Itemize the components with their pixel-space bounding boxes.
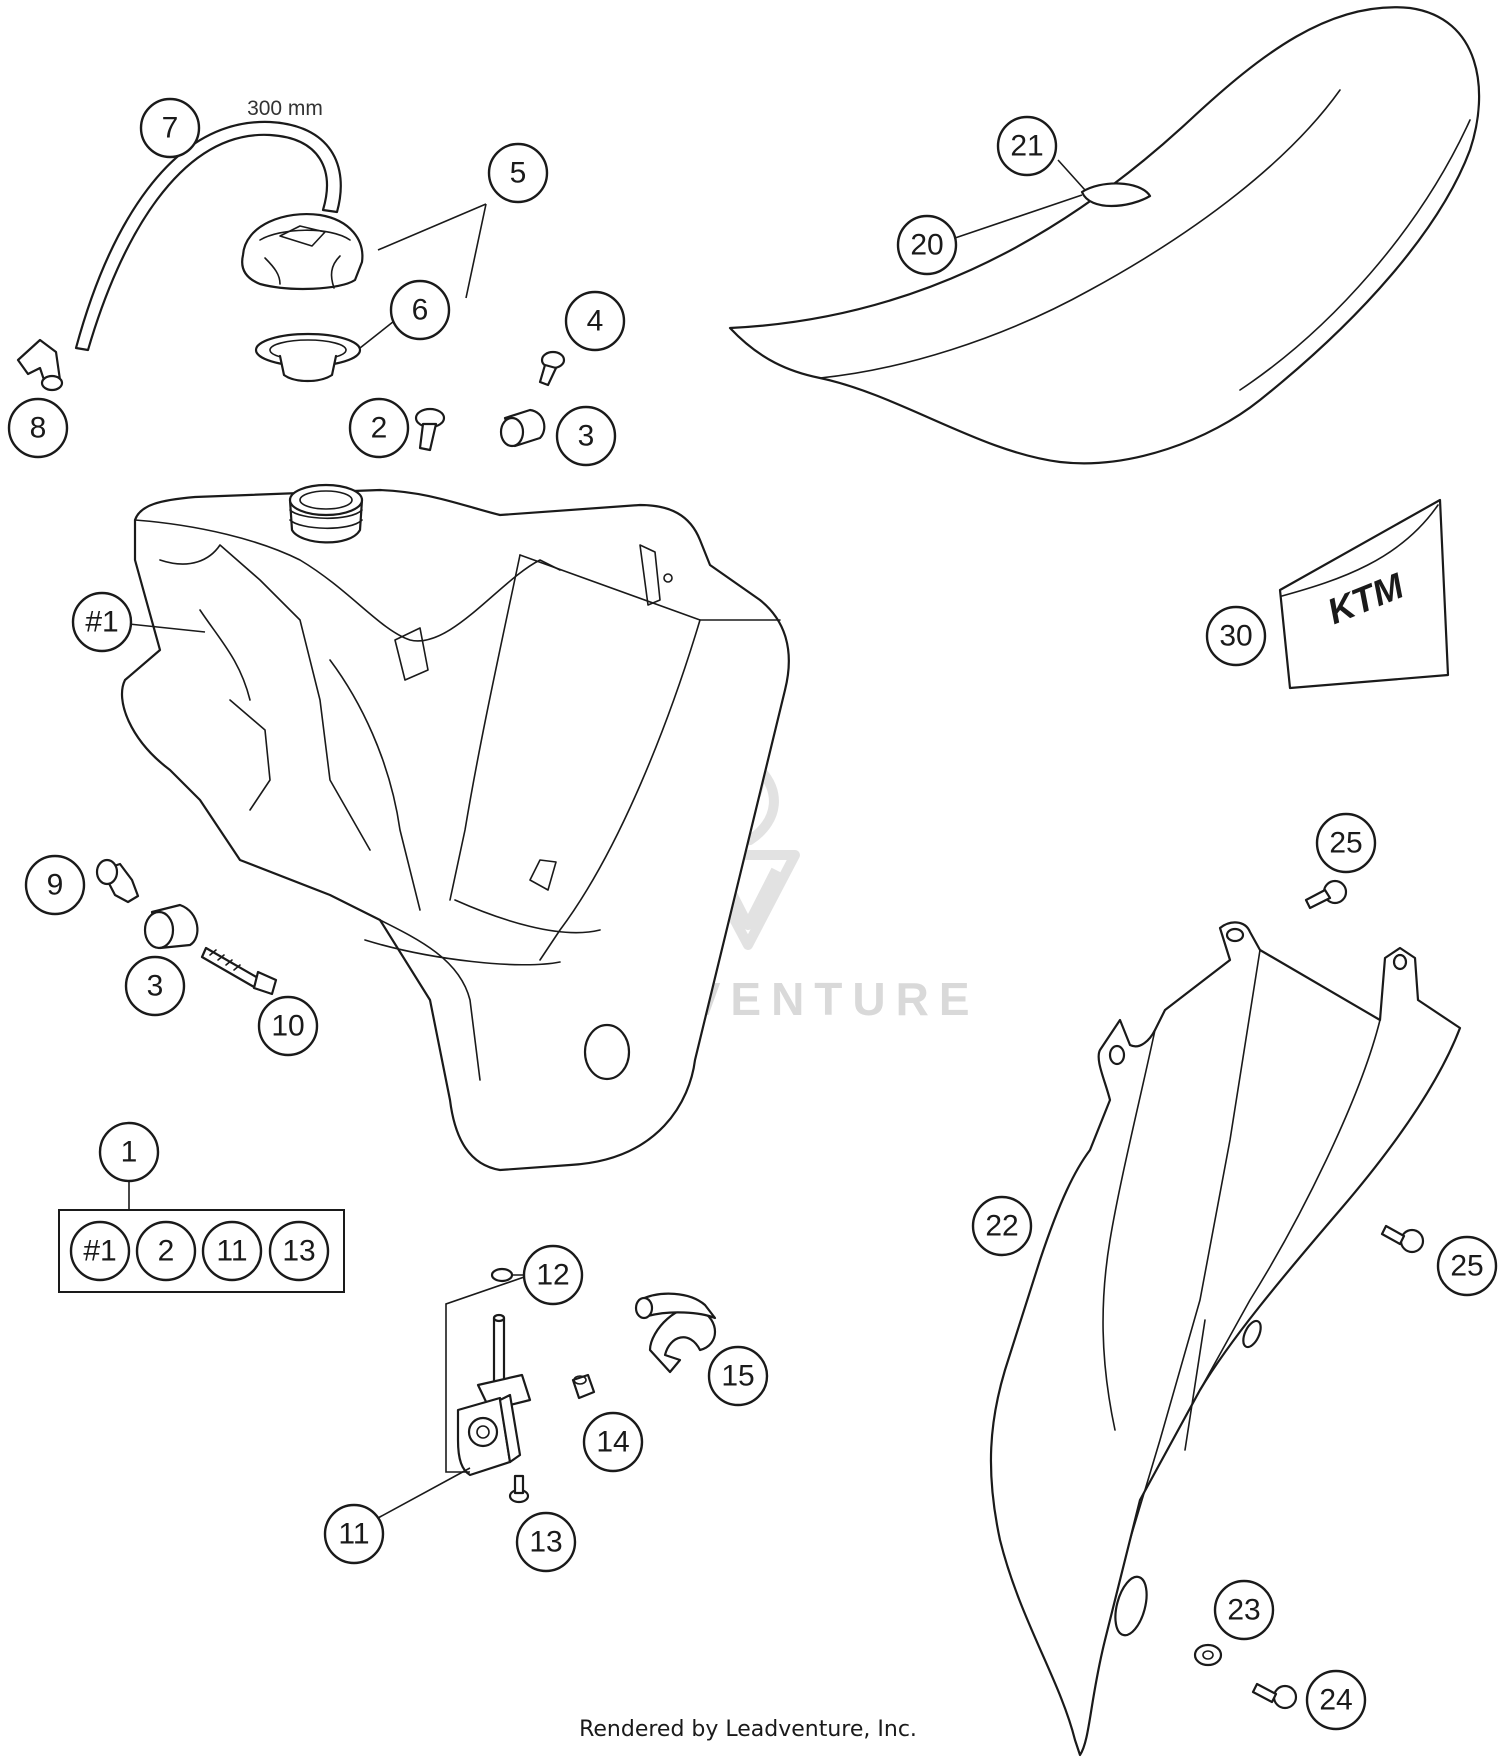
callout-30[interactable]: 30 <box>1205 605 1267 667</box>
callout-11[interactable]: 11 <box>323 1503 385 1565</box>
callout-9[interactable]: 9 <box>24 854 86 916</box>
callout-5[interactable]: 5 <box>487 142 549 204</box>
kit-box-frame <box>58 1209 345 1293</box>
svg-text:25: 25 <box>1329 827 1362 860</box>
svg-text:25: 25 <box>1450 1250 1483 1283</box>
callout-14[interactable]: 14 <box>582 1411 644 1473</box>
callout-20[interactable]: 20 <box>896 214 958 276</box>
screw-4 <box>538 350 566 387</box>
bushing-3-top <box>499 408 546 448</box>
svg-text:30: 30 <box>1219 620 1252 653</box>
svg-text:3: 3 <box>147 970 164 1003</box>
kit-item: 11 <box>201 1220 263 1282</box>
svg-text:12: 12 <box>536 1259 569 1292</box>
callout-13[interactable]: 13 <box>515 1511 577 1573</box>
svg-text:13: 13 <box>529 1526 562 1559</box>
callout-3-bottom[interactable]: 3 <box>124 955 186 1017</box>
screw-24 <box>1251 1682 1298 1710</box>
callout-23[interactable]: 23 <box>1213 1579 1275 1641</box>
callout-6[interactable]: 6 <box>389 279 451 341</box>
svg-text:#1: #1 <box>83 1235 116 1268</box>
callout-25-top[interactable]: 25 <box>1315 812 1377 874</box>
callout-22[interactable]: 22 <box>971 1195 1033 1257</box>
svg-text:14: 14 <box>596 1426 629 1459</box>
svg-text:3: 3 <box>578 420 595 453</box>
svg-text:2: 2 <box>371 412 388 445</box>
o-ring-12 <box>490 1267 514 1283</box>
vent-hose <box>74 120 342 352</box>
svg-text:5: 5 <box>510 157 527 190</box>
svg-text:11: 11 <box>338 1518 369 1551</box>
fuel-hose-15 <box>634 1292 717 1374</box>
svg-text:15: 15 <box>721 1360 754 1393</box>
callout-24[interactable]: 24 <box>1305 1669 1367 1731</box>
callout-8[interactable]: 8 <box>7 397 69 459</box>
hose-length-label: 300 mm <box>247 97 323 120</box>
svg-text:8: 8 <box>30 412 47 445</box>
callout-4[interactable]: 4 <box>564 290 626 352</box>
kit-item: 2 <box>135 1220 197 1282</box>
callout-25-side[interactable]: 25 <box>1436 1235 1498 1297</box>
svg-text:4: 4 <box>587 305 604 338</box>
seat <box>728 6 1481 465</box>
callout-10[interactable]: 10 <box>257 995 319 1057</box>
svg-text:20: 20 <box>910 229 943 262</box>
kit-item: #1 <box>69 1220 131 1282</box>
callout-tank[interactable]: #1 <box>71 591 133 653</box>
screw-2 <box>414 407 446 452</box>
callout-1[interactable]: 1 <box>98 1121 160 1183</box>
radiator-shroud <box>989 921 1462 1757</box>
cap-gasket <box>254 332 362 383</box>
svg-text:6: 6 <box>412 294 429 327</box>
svg-text:11: 11 <box>216 1235 247 1268</box>
fuel-tap <box>456 1313 532 1477</box>
kit-item: 13 <box>268 1220 330 1282</box>
svg-text:10: 10 <box>271 1010 304 1043</box>
svg-text:22: 22 <box>985 1210 1018 1243</box>
callout-12[interactable]: 12 <box>522 1244 584 1306</box>
fuel-cap <box>241 213 364 291</box>
fuel-tank <box>120 483 790 1172</box>
svg-text:#1: #1 <box>85 606 118 639</box>
ktm-decal: KTM <box>1278 498 1450 690</box>
svg-text:2: 2 <box>158 1235 175 1268</box>
svg-text:24: 24 <box>1319 1684 1352 1717</box>
svg-text:13: 13 <box>282 1235 315 1268</box>
callout-7[interactable]: 7 <box>139 97 201 159</box>
shroud-screw-25-side <box>1380 1224 1425 1254</box>
svg-text:21: 21 <box>1010 130 1043 163</box>
callout-3-top[interactable]: 3 <box>555 405 617 467</box>
bushing-3-bottom <box>143 903 199 950</box>
collar-screw-9 <box>95 858 140 904</box>
tank-kit-box: #1 2 11 13 <box>58 1209 345 1293</box>
svg-text:23: 23 <box>1227 1594 1260 1627</box>
svg-text:1: 1 <box>121 1136 138 1169</box>
svg-text:9: 9 <box>47 869 64 902</box>
shroud-screw-25-top <box>1304 879 1348 910</box>
washer-23 <box>1193 1643 1223 1667</box>
callout-21[interactable]: 21 <box>996 115 1058 177</box>
hose-clamp-14 <box>571 1373 596 1400</box>
svg-text:7: 7 <box>162 112 179 145</box>
elbow-fitting <box>16 338 64 392</box>
callout-2[interactable]: 2 <box>348 397 410 459</box>
footer-credit: Rendered by Leadventure, Inc. <box>579 1717 917 1742</box>
bolt-10 <box>200 946 278 996</box>
callout-15[interactable]: 15 <box>707 1345 769 1407</box>
screw-13 <box>508 1474 530 1504</box>
